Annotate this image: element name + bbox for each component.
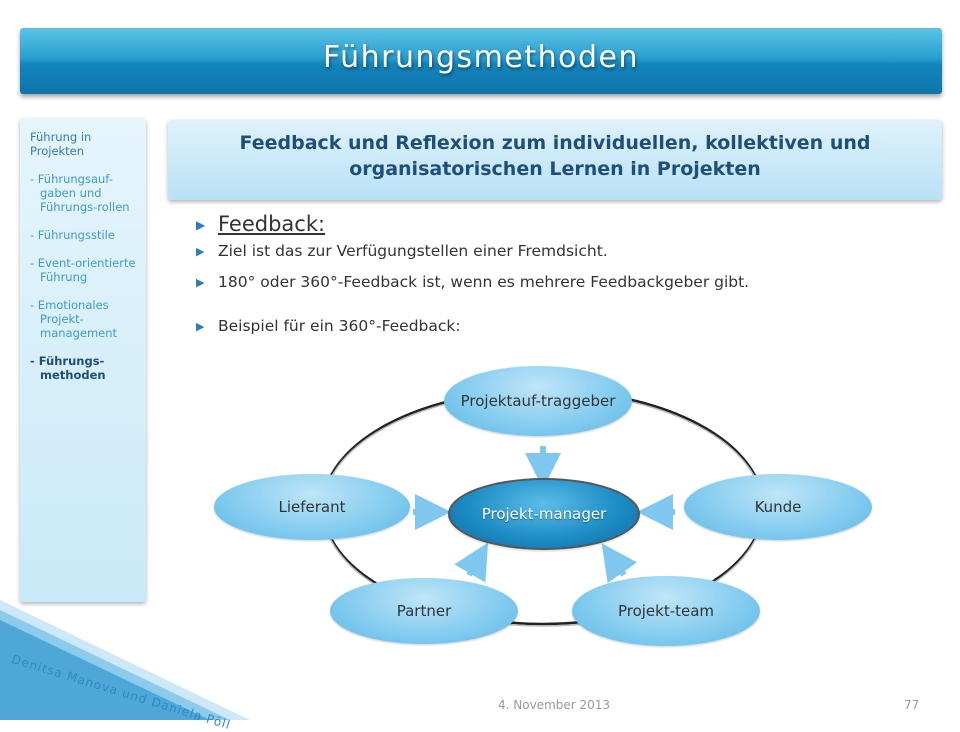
arrow-bottomleft-to-center bbox=[454, 542, 489, 583]
nav-item-fuehrungsmethoden[interactable]: - Führungs-methoden bbox=[30, 354, 106, 382]
bullet-feedback: ▶ Feedback: bbox=[196, 212, 936, 236]
bullet-arrow-icon: ▶ bbox=[196, 245, 205, 258]
title-bar: Führungsmethoden bbox=[20, 28, 942, 94]
nav-item-emotionales-management[interactable]: - Emotionales Projekt-management bbox=[30, 298, 118, 340]
bullet-degree: ▶ 180° oder 360°-Feedback ist, wenn es m… bbox=[196, 273, 936, 291]
node-projektteam: Projekt-team bbox=[572, 576, 760, 646]
footer-page-number: 77 bbox=[904, 698, 920, 712]
sidebar-nav: Führung in Projekten - Führungsauf-gaben… bbox=[20, 118, 146, 602]
corner-accent bbox=[0, 600, 250, 720]
node-partner: Partner bbox=[330, 578, 518, 644]
bullet-feedback-text: Feedback: bbox=[218, 212, 326, 236]
subtitle-box: Feedback und Reflexion zum individuellen… bbox=[168, 120, 942, 200]
node-projektmanager: Projekt-manager bbox=[448, 478, 640, 550]
nav-item-event-fuehrung[interactable]: - Event-orientierte Führung bbox=[30, 256, 136, 284]
bullet-beispiel: ▶ Beispiel für ein 360°-Feedback: bbox=[196, 317, 936, 335]
arrow-bottomright-to-center bbox=[601, 543, 638, 584]
nav-item-fuehrungsstile[interactable]: - Führungsstile bbox=[30, 228, 115, 242]
bullet-arrow-icon: ▶ bbox=[196, 276, 205, 289]
footer-date: 4. November 2013 bbox=[498, 698, 611, 712]
bullet-degree-text: 180° oder 360°-Feedback ist, wenn es meh… bbox=[218, 273, 750, 291]
node-projektauftraggeber: Projektauf-traggeber bbox=[444, 366, 632, 436]
bullet-ziel: ▶ Ziel ist das zur Verfügungstellen eine… bbox=[196, 242, 936, 260]
node-kunde: Kunde bbox=[684, 474, 872, 540]
nav-heading[interactable]: Führung in Projekten bbox=[30, 130, 92, 158]
node-lieferant: Lieferant bbox=[214, 474, 410, 540]
bullet-ziel-text: Ziel ist das zur Verfügungstellen einer … bbox=[218, 242, 608, 260]
bullet-arrow-icon: ▶ bbox=[196, 320, 205, 333]
slide-title: Führungsmethoden bbox=[322, 40, 639, 75]
bullet-list: ▶ Feedback: ▶ Ziel ist das zur Verfügung… bbox=[196, 212, 936, 348]
subtitle-text: Feedback und Reflexion zum individuellen… bbox=[239, 132, 871, 180]
bullet-arrow-icon: ▶ bbox=[196, 218, 206, 232]
nav-item-fuehrungsaufgaben[interactable]: - Führungsauf-gaben und Führungs-rollen bbox=[30, 172, 130, 214]
bullet-beispiel-text: Beispiel für ein 360°-Feedback: bbox=[218, 317, 461, 335]
